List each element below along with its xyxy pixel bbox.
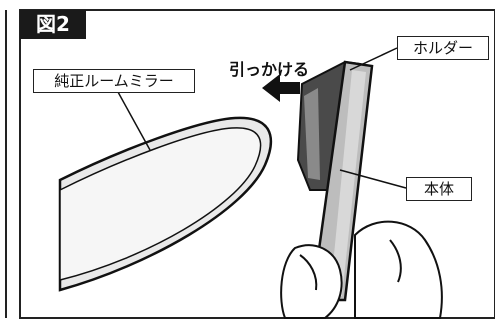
label-body: 本体 [406,177,472,201]
label-action-hook: 引っかける [229,60,310,79]
push-arrow [262,74,300,102]
leader-body [339,169,407,189]
figure-frame [19,9,495,319]
leader-mirror [117,91,151,151]
hand-shape [280,220,443,319]
leader-holder [349,47,398,71]
label-holder: ホルダー [397,36,489,60]
figure-number: 図2 [20,10,86,39]
stock-mirror-shape [58,116,273,292]
label-stock-mirror: 純正ルームミラー [33,69,195,93]
